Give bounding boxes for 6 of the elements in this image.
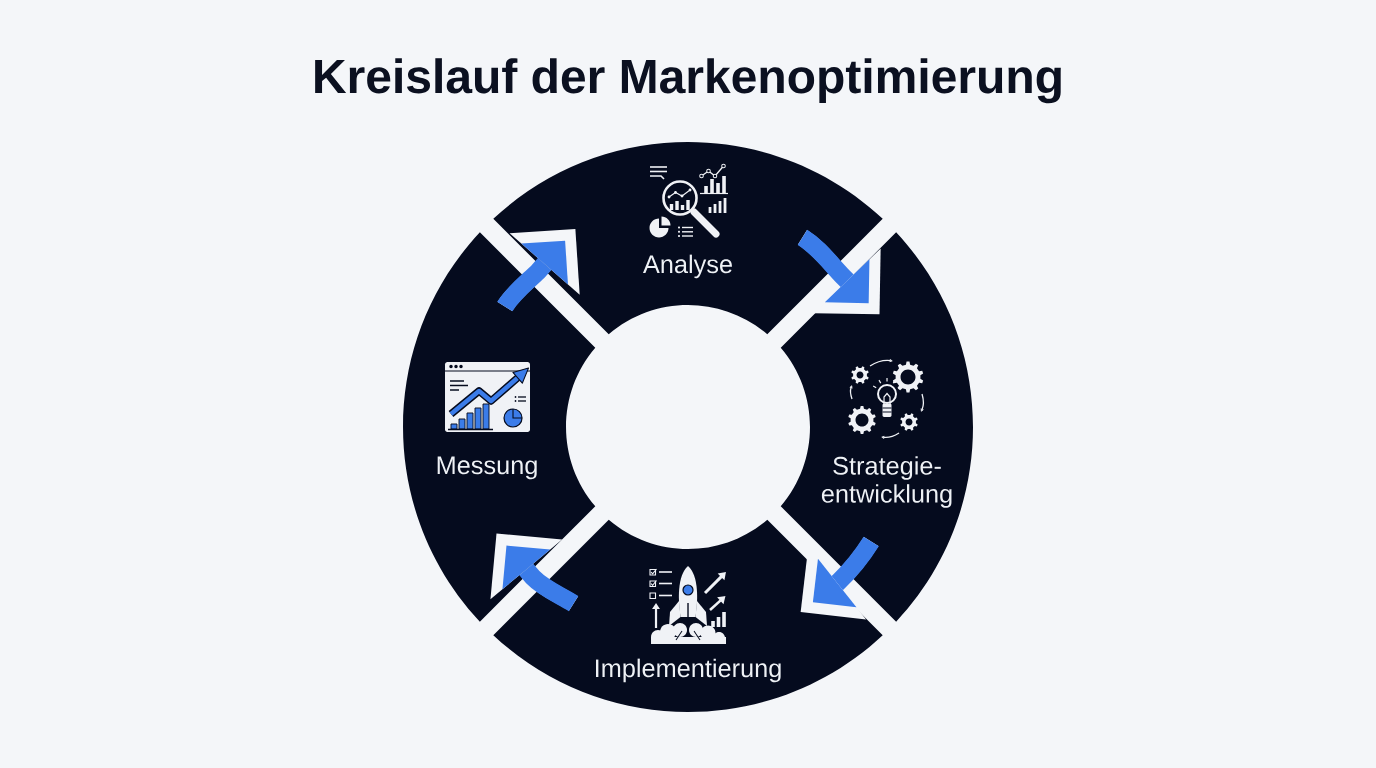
title: Kreislauf der Markenoptimierung xyxy=(315,58,1061,104)
arrow xyxy=(497,228,580,312)
arrow xyxy=(800,536,879,620)
ring-segment: Analyse xyxy=(493,142,883,335)
arrow xyxy=(797,229,881,315)
arrow xyxy=(490,533,579,612)
